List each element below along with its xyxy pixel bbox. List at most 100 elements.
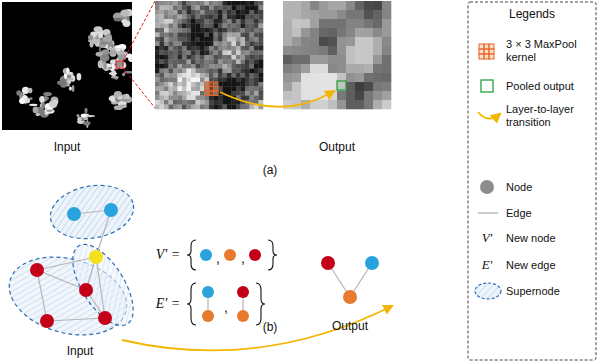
zoom-cell [196, 46, 201, 51]
zoom-cell [227, 1, 232, 6]
zoom-cell [187, 78, 192, 83]
zoom-cell [241, 78, 246, 83]
cloud-blob [98, 60, 103, 68]
zoom-cell [169, 33, 174, 38]
zoom-cell [182, 96, 187, 101]
cloud-blob [110, 59, 116, 64]
zoom-cell [191, 64, 196, 69]
legend-entry: New edge [506, 259, 592, 272]
cloud-blob [66, 67, 69, 74]
zoom-cell [169, 78, 174, 83]
zoom-cell [227, 105, 232, 110]
zoom-cell [245, 10, 250, 15]
pooled-cell [382, 73, 391, 82]
pooled-cell [310, 10, 319, 19]
zoom-cell [232, 28, 237, 33]
pooled-cell [283, 73, 292, 82]
zoom-cell [250, 19, 255, 24]
zoom-leader [123, 1, 155, 61]
pooled-cell [382, 19, 391, 28]
zoom-cell [241, 64, 246, 69]
zoom-cell [169, 6, 174, 11]
graph-edges [37, 210, 111, 321]
zoom-cell [182, 6, 187, 11]
zoom-leader [123, 68, 155, 108]
legend-supernode-swatch [475, 283, 501, 299]
zoom-cell [259, 69, 264, 74]
cloud-blob [131, 57, 132, 60]
zoom-cell [187, 46, 192, 51]
pooled-cell [328, 28, 337, 37]
zoom-cell [223, 37, 228, 42]
zoom-cell [173, 46, 178, 51]
zoom-cell [155, 19, 160, 24]
zoom-cell [250, 60, 255, 65]
zoom-cell [227, 15, 232, 20]
zoom-cell [254, 82, 259, 87]
zoom-cell [205, 46, 210, 51]
zoom-cell [209, 28, 214, 33]
zoom-cell [245, 55, 250, 60]
pooled-cell [337, 91, 346, 100]
zoom-cell [232, 55, 237, 60]
pooled-cell [319, 64, 328, 73]
zoom-cell [254, 10, 259, 15]
zoom-marker [116, 61, 123, 68]
zoom-cell [245, 6, 250, 11]
zoom-cell [169, 15, 174, 20]
zoom-cell [236, 46, 241, 51]
zoom-cell [241, 69, 246, 74]
zoom-cell [178, 64, 183, 69]
zoom-cell [160, 37, 165, 42]
zoom-cell [155, 82, 160, 87]
pooled-cell [337, 82, 346, 91]
pooled-cell [292, 82, 301, 91]
pooled-cell [373, 19, 382, 28]
zoom-cell [178, 46, 183, 51]
zoom-cell [173, 51, 178, 56]
cloud-blob [33, 107, 39, 114]
zoom-cell [160, 19, 165, 24]
zoom-cell [182, 46, 187, 51]
zoom-cell [218, 100, 223, 105]
zoom-cell [209, 55, 214, 60]
cloud-blob [115, 97, 121, 102]
zoom-cell [250, 33, 255, 38]
pooled-cell [292, 73, 301, 82]
zoom-cell [259, 60, 264, 65]
zoom-cell [241, 105, 246, 110]
zoom-cell [227, 64, 232, 69]
pooled-cell [283, 91, 292, 100]
pooled-cell [346, 91, 355, 100]
zoom-cell [254, 28, 259, 33]
zoom-cell [205, 105, 210, 110]
zoom-cell [155, 15, 160, 20]
kernel-cell [484, 49, 489, 54]
zoom-cell [155, 55, 160, 60]
zoom-cell [191, 105, 196, 110]
pooled-cell [292, 46, 301, 55]
pooled-cell [292, 10, 301, 19]
zoom-cell [191, 10, 196, 15]
zoom-cell [223, 15, 228, 20]
zoom-cell [214, 15, 219, 20]
zoom-cell [155, 33, 160, 38]
zoom-cell [218, 28, 223, 33]
zoom-cell [178, 91, 183, 96]
kernel-cell [479, 54, 484, 59]
zoom-cell [155, 100, 160, 105]
zoom-cell [169, 73, 174, 78]
zoom-cell [160, 55, 165, 60]
zoom-cell [155, 60, 160, 65]
zoom-cell [164, 46, 169, 51]
zoom-cell [209, 33, 214, 38]
zoom-cell [160, 15, 165, 20]
zoom-cell [236, 82, 241, 87]
zoom-cell [214, 46, 219, 51]
zoom-cell [155, 1, 160, 6]
cloud-blob [99, 42, 109, 45]
zoom-cell [241, 1, 246, 6]
zoom-cell [259, 33, 264, 38]
set-comma: , [241, 250, 245, 266]
kernel-cell [489, 44, 494, 49]
